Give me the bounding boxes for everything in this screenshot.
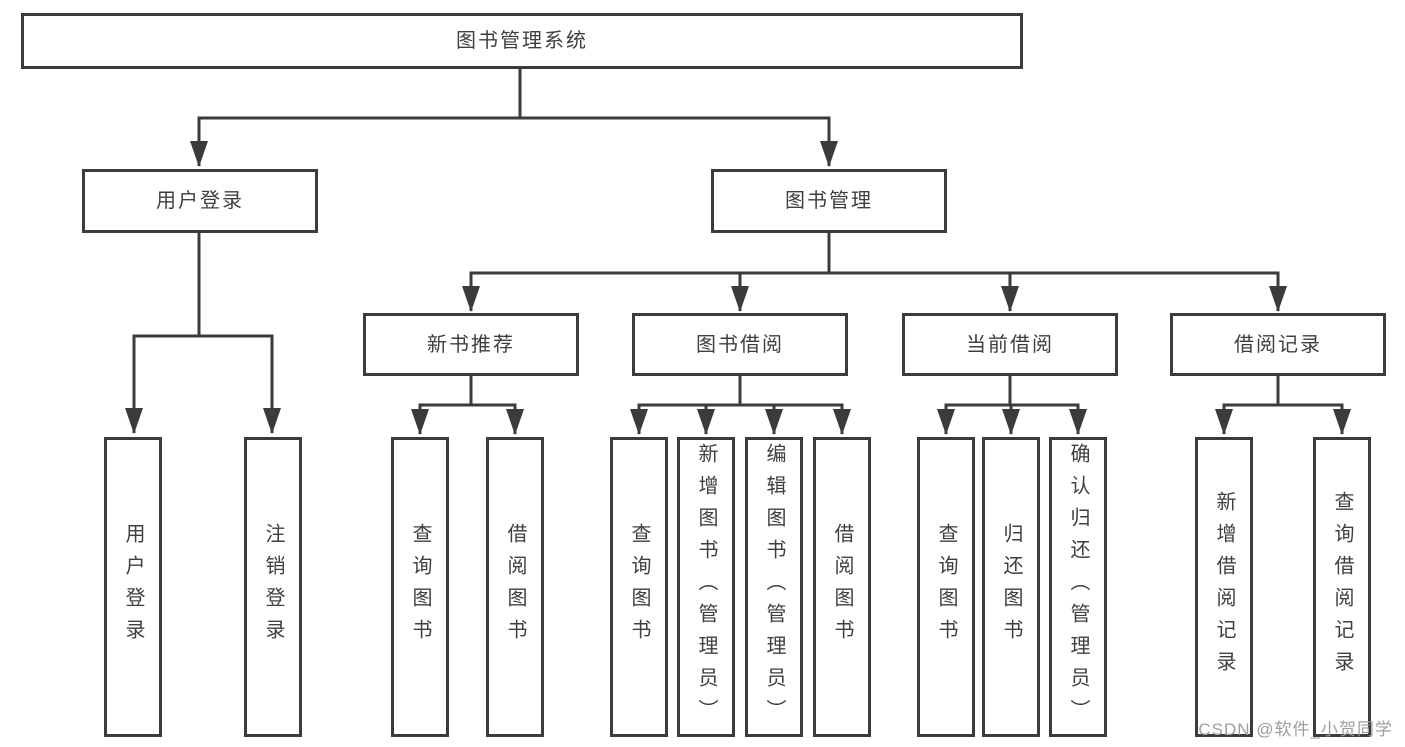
leaf-label: 查询图书 xyxy=(935,523,957,651)
leaf-user-login: 用户登录 xyxy=(104,437,162,737)
node-borrowing-records: 借阅记录 xyxy=(1170,313,1386,376)
leaf-label: 确认归还（管理员） xyxy=(1067,443,1089,731)
node-label: 图书借阅 xyxy=(696,333,784,356)
leaf-current-confirm-return-admin: 确认归还（管理员） xyxy=(1049,437,1107,737)
leaf-label: 新增借阅记录 xyxy=(1213,491,1235,683)
leaf-records-add-record: 新增借阅记录 xyxy=(1195,437,1253,737)
node-label: 新书推荐 xyxy=(427,333,515,356)
leaf-label: 用户登录 xyxy=(122,523,144,651)
leaf-records-query-record: 查询借阅记录 xyxy=(1313,437,1371,737)
node-label: 图书管理系统 xyxy=(456,30,588,52)
leaf-label: 新增图书（管理员） xyxy=(695,443,717,731)
leaf-borrowing-query-books: 查询图书 xyxy=(610,437,668,737)
node-label: 借阅记录 xyxy=(1234,333,1322,356)
leaf-label: 归还图书 xyxy=(1000,523,1022,651)
leaf-label: 借阅图书 xyxy=(504,523,526,651)
node-label: 图书管理 xyxy=(785,190,873,212)
leaf-borrowing-borrow-books: 借阅图书 xyxy=(813,437,871,737)
node-book-management: 图书管理 xyxy=(711,169,947,233)
leaf-recommend-borrow-books: 借阅图书 xyxy=(486,437,544,737)
leaf-borrowing-add-books-admin: 新增图书（管理员） xyxy=(677,437,735,737)
leaf-logout: 注销登录 xyxy=(244,437,302,737)
node-current-borrowing: 当前借阅 xyxy=(902,313,1118,376)
node-new-book-recommendation: 新书推荐 xyxy=(363,313,579,376)
leaf-label: 查询借阅记录 xyxy=(1331,491,1353,683)
leaf-recommend-query-books: 查询图书 xyxy=(391,437,449,737)
leaf-label: 编辑图书（管理员） xyxy=(763,443,785,731)
leaf-label: 查询图书 xyxy=(628,523,650,651)
connector-group xyxy=(125,68,1351,435)
leaf-current-query-books: 查询图书 xyxy=(917,437,975,737)
leaf-label: 注销登录 xyxy=(262,523,284,651)
leaf-current-return-books: 归还图书 xyxy=(982,437,1040,737)
node-label: 用户登录 xyxy=(156,190,244,212)
node-user-login: 用户登录 xyxy=(82,169,318,233)
leaf-borrowing-edit-books-admin: 编辑图书（管理员） xyxy=(745,437,803,737)
csdn-watermark: CSDN @软件_小贺同学 xyxy=(1198,720,1393,739)
node-book-borrowing: 图书借阅 xyxy=(632,313,848,376)
leaf-label: 查询图书 xyxy=(409,523,431,651)
node-root: 图书管理系统 xyxy=(21,13,1023,69)
node-label: 当前借阅 xyxy=(966,333,1054,356)
leaf-label: 借阅图书 xyxy=(831,523,853,651)
